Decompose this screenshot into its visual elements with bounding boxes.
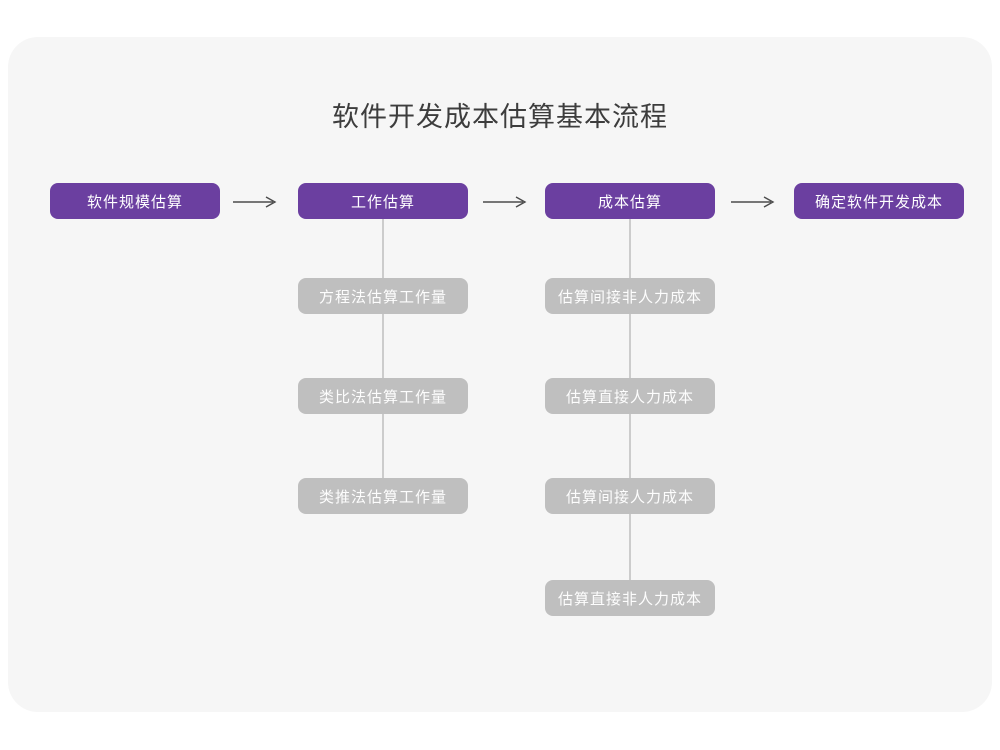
diagram-card: 软件开发成本估算基本流程 软件规模估算 工作估算 成本估算 确定软件开发成本 方… [8,37,992,712]
substep-direct-labor-cost: 估算直接人力成本 [545,378,715,414]
flow-step-software-scale-estimation: 软件规模估算 [50,183,220,219]
flow-step-work-estimation: 工作估算 [298,183,468,219]
flow-step-determine-development-cost: 确定软件开发成本 [794,183,964,219]
diagram-title: 软件开发成本估算基本流程 [332,102,668,132]
connector-line-work [382,219,384,496]
substep-indirect-nonlabor-cost: 估算间接非人力成本 [545,278,715,314]
substep-equation-method: 方程法估算工作量 [298,278,468,314]
arrow-right-icon [233,196,277,208]
substep-comparison-method: 类比法估算工作量 [298,378,468,414]
substep-direct-nonlabor-cost: 估算直接非人力成本 [545,580,715,616]
substep-analogy-method: 类推法估算工作量 [298,478,468,514]
arrow-right-icon [731,196,775,208]
flow-step-cost-estimation: 成本估算 [545,183,715,219]
arrow-right-icon [483,196,527,208]
substep-indirect-labor-cost: 估算间接人力成本 [545,478,715,514]
